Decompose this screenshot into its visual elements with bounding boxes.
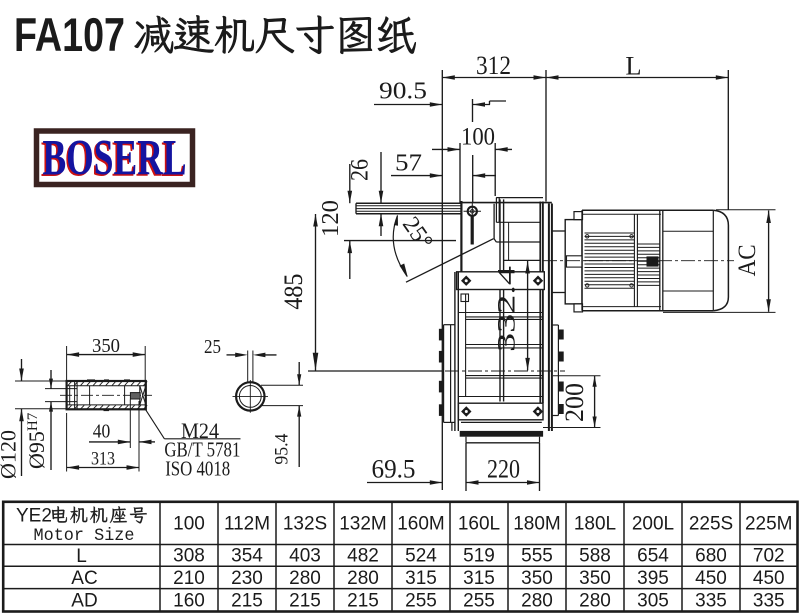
svg-text:225M: 225M [745,514,793,535]
svg-text:200: 200 [560,383,589,422]
svg-text:180L: 180L [574,514,616,535]
svg-text:BOSERL: BOSERL [41,132,185,188]
svg-text:L: L [625,51,641,81]
svg-text:280: 280 [289,568,321,589]
svg-text:702: 702 [753,546,785,567]
svg-text:M24: M24 [181,418,219,443]
svg-text:312: 312 [476,50,511,80]
svg-text:315: 315 [463,568,495,589]
svg-text:90.5: 90.5 [379,79,427,105]
svg-text:305: 305 [637,591,669,612]
svg-text:555: 555 [521,546,553,567]
svg-text:100: 100 [461,124,495,151]
svg-text:AD: AD [71,591,97,612]
svg-text:FA107: FA107 [14,8,125,61]
svg-text:57: 57 [395,151,422,177]
svg-text:220: 220 [487,454,520,484]
svg-text:160L: 160L [458,514,500,535]
svg-text:482: 482 [347,546,379,567]
svg-text:332.4: 332.4 [492,266,521,352]
svg-text:519: 519 [463,546,495,567]
svg-text:280: 280 [579,591,611,612]
svg-text:AC: AC [71,568,97,589]
svg-text:308: 308 [173,546,205,567]
svg-text:YE2: YE2 [16,506,52,527]
svg-text:350: 350 [579,568,611,589]
svg-text:40: 40 [93,421,111,443]
svg-text:395: 395 [637,568,669,589]
svg-text:280: 280 [521,591,553,612]
svg-text:588: 588 [579,546,611,567]
svg-text:160M: 160M [397,514,445,535]
svg-text:25: 25 [204,336,221,358]
svg-text:69.5: 69.5 [372,454,416,484]
svg-text:354: 354 [231,546,263,567]
svg-text:ISO 4018: ISO 4018 [165,456,230,480]
svg-text:26: 26 [345,159,374,181]
svg-text:215: 215 [347,591,379,612]
svg-text:230: 230 [231,568,263,589]
svg-text:215: 215 [231,591,263,612]
svg-text:BOSERL: BOSERL [43,131,187,187]
svg-text:Ø120: Ø120 [0,430,21,479]
svg-text:450: 450 [753,568,785,589]
svg-text:403: 403 [289,546,321,567]
svg-text:680: 680 [695,546,727,567]
svg-text:132M: 132M [339,514,387,535]
svg-text:GB/T 5781: GB/T 5781 [164,438,240,462]
svg-text:Motor Size: Motor Size [34,526,135,546]
svg-text:132S: 132S [283,514,327,535]
svg-text:350: 350 [521,568,553,589]
svg-text:120: 120 [317,200,344,237]
svg-text:160: 160 [173,591,205,612]
svg-text:485: 485 [278,274,308,310]
svg-text:AC: AC [734,244,761,276]
svg-text:335: 335 [753,591,785,612]
svg-text:335: 335 [695,591,727,612]
svg-text:L: L [76,546,87,567]
svg-text:350: 350 [92,335,120,357]
svg-text:524: 524 [405,546,437,567]
svg-text:180M: 180M [513,514,561,535]
svg-text:280: 280 [347,568,379,589]
svg-text:200L: 200L [632,514,674,535]
svg-text:313: 313 [91,449,115,470]
svg-text:315: 315 [405,568,437,589]
svg-text:225S: 225S [689,514,733,535]
svg-text:112M: 112M [224,514,270,535]
svg-text:255: 255 [463,591,495,612]
svg-text:95.4: 95.4 [272,434,292,465]
svg-text:450: 450 [695,568,727,589]
svg-text:210: 210 [173,568,205,589]
svg-text:215: 215 [289,591,321,612]
svg-text:255: 255 [405,591,437,612]
svg-text:654: 654 [637,546,669,567]
svg-text:100: 100 [173,514,205,535]
